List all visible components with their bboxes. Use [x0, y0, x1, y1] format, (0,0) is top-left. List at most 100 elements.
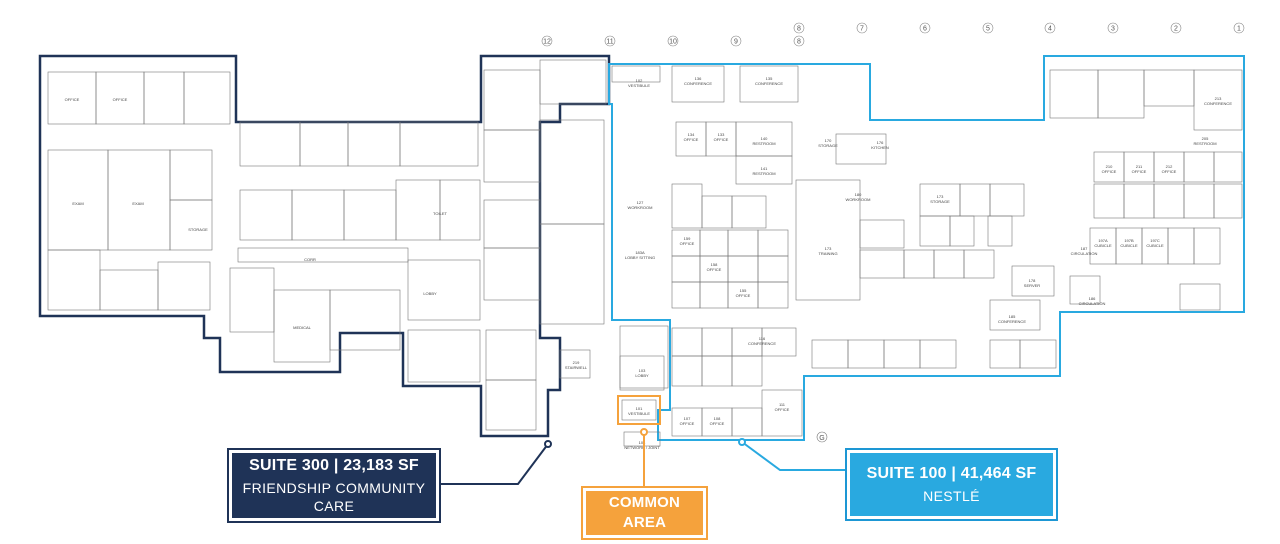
common-area-callout[interactable]: COMMON AREA	[581, 486, 708, 540]
suite-100-room-name: OFFICE	[680, 421, 695, 426]
suite-100-room-name: OFFICE	[710, 421, 725, 426]
suite-100-room-number: 185	[1009, 314, 1016, 319]
suite-300-tenant: FRIENDSHIP COMMUNITY CARE	[242, 480, 426, 514]
suite-300-room-name: OFFICE	[65, 97, 80, 102]
common-area-title: COMMON AREA	[608, 494, 681, 531]
suite-100-room-number: 108	[714, 416, 721, 421]
grid-bubble-label: 8	[797, 39, 801, 46]
grid-bubble	[1170, 22, 1182, 34]
leader-dot-300	[544, 440, 552, 448]
suite-100-room-name: OFFICE	[736, 293, 751, 298]
suite-100-room-number: 141	[761, 166, 768, 171]
suite-100-callout[interactable]: SUITE 100 | 41,464 SF NESTLÉ	[845, 448, 1058, 521]
common-room-name: NETWORK / JOINT	[624, 445, 660, 450]
suite-100-room-name: WORKROOM	[846, 197, 871, 202]
suite-100-title: SUITE 100 | 41,464 SF	[866, 465, 1037, 482]
suite-100-room-name: CONFERENCE	[748, 341, 776, 346]
grid-bubble-label: 7	[860, 26, 864, 33]
suite-100-room-name: RESTROOM	[752, 141, 775, 146]
suite-100-room-name: OFFICE	[707, 267, 722, 272]
suite-100-room-number: 205	[1202, 136, 1209, 141]
suite-100-outline	[608, 55, 1245, 441]
common-room-name: LOBBY	[635, 373, 649, 378]
suite-100-room-number: 183A	[635, 250, 645, 255]
suite-100-room-number: 134	[688, 132, 695, 137]
suite-100-room-name: OFFICE	[1102, 169, 1117, 174]
grid-bubble-label: 11	[606, 39, 613, 46]
common-room-name: VESTIBULE	[628, 411, 650, 416]
room-labels: 136CONFERENCE135CONFERENCE134OFFICE133OF…	[65, 76, 1233, 450]
suite-100-room-number: 180	[855, 192, 862, 197]
suite-300-room-name: OFFICE	[113, 97, 128, 102]
suite-100-room-number: 136	[695, 76, 702, 81]
suite-100-room-name: CUBICLE	[1120, 243, 1138, 248]
suite-300-title: SUITE 300 | 23,183 SF	[249, 457, 419, 474]
suite-300-room-name: EXAM	[132, 201, 143, 206]
common-room-number: 104	[639, 440, 646, 445]
grid-bubble	[604, 35, 616, 47]
suite-100-room-name: OFFICE	[680, 241, 695, 246]
grid-row-label: G	[819, 435, 824, 442]
suite-100-room-number: 173	[825, 246, 832, 251]
grid-bubble	[1107, 22, 1119, 34]
suite-300-room-name: EXAM	[72, 201, 83, 206]
grid-row-marker: G	[816, 431, 828, 443]
suite-100-room-name: CONFERENCE	[684, 81, 712, 86]
suite-100-room-name: SERVER	[1024, 283, 1040, 288]
grid-bubble	[1233, 22, 1245, 34]
common-room-name: STAIRWELL	[565, 365, 588, 370]
suite-100-room-number: 116	[759, 336, 766, 341]
leader-suite-100	[741, 441, 847, 471]
common-room-number: 102	[636, 78, 643, 83]
grid-bubble-label: 6	[923, 26, 927, 33]
suite-100-room-name: CONFERENCE	[998, 319, 1026, 324]
suite-100-room-name: CONFERENCE	[755, 81, 783, 86]
grid-bubble	[541, 35, 553, 47]
suite-100-room-number: 197A	[1098, 238, 1108, 243]
grid-bubble-label: 10	[669, 39, 677, 46]
suite-100-room-number: 197B	[1124, 238, 1134, 243]
suite-100-room-name: CIRCULATION	[1071, 251, 1098, 256]
grid-bubble-label: 8	[797, 26, 801, 33]
grid-bubble-label: 2	[1174, 26, 1178, 33]
grid-bubble-label: 5	[986, 26, 990, 33]
suite-300-rooms	[47, 59, 607, 431]
suite-100-room-name: OFFICE	[714, 137, 729, 142]
suite-100-room-number: 155	[740, 288, 747, 293]
suite-100-room-name: STORAGE	[818, 143, 838, 148]
common-area-outline	[617, 395, 661, 425]
suite-100-room-number: 140	[761, 136, 768, 141]
suite-100-tenant: NESTLÉ	[923, 488, 980, 504]
suite-100-area	[608, 55, 1245, 441]
grid-bubble	[856, 22, 868, 34]
suite-100-room-number: 170	[825, 138, 832, 143]
suite-300-outline	[38, 54, 611, 438]
suite-300-room-name: CORR	[304, 257, 316, 262]
suite-300-room-name: MEDICAL	[293, 325, 312, 330]
suite-100-room-name: RESTROOM	[1193, 141, 1216, 146]
grid-bubble	[982, 22, 994, 34]
grid-bubble	[793, 22, 805, 34]
suite-100-room-name: STORAGE	[930, 199, 950, 204]
suite-100-room-name: CUBICLE	[1094, 243, 1112, 248]
grid-bubble	[730, 35, 742, 47]
suite-100-room-name: RESTROOM	[752, 171, 775, 176]
suite-100-room-number: 213	[1215, 96, 1222, 101]
common-area-rooms	[619, 355, 665, 447]
suite-100-room-name: TRAINING	[818, 251, 837, 256]
suite-100-room-name: CIRCULATION	[1079, 301, 1106, 306]
suite-300-room-name: STORAGE	[188, 227, 208, 232]
suite-300-callout[interactable]: SUITE 300 | 23,183 SF FRIENDSHIP COMMUNI…	[227, 448, 441, 523]
leader-dot-100	[738, 438, 746, 446]
suite-100-room-number: 173	[937, 194, 944, 199]
leader-dot-common	[640, 428, 648, 436]
suite-100-room-number: 127	[637, 200, 644, 205]
grid-bubble-label: 4	[1048, 26, 1052, 33]
suite-100-room-number: 133	[718, 132, 725, 137]
common-room-number: 219	[573, 360, 580, 365]
grid-bubble-label: 12	[543, 39, 551, 46]
suite-100-room-number: 135	[766, 76, 773, 81]
suite-300-room-name: LOBBY	[423, 291, 437, 296]
suite-100-room-number: 186	[1089, 296, 1096, 301]
